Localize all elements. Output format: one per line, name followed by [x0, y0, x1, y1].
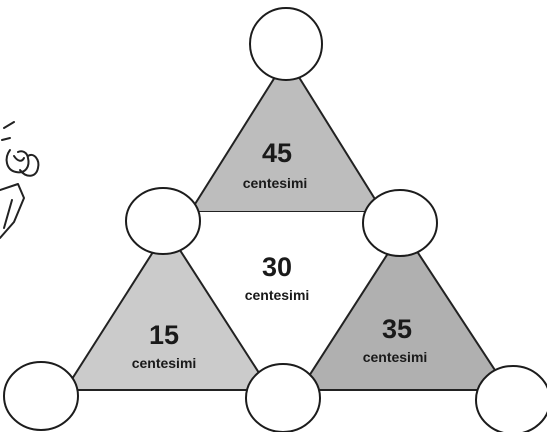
top-unit: centesimi: [243, 175, 308, 191]
left-amount: 15: [149, 320, 179, 350]
triangle-center: [190, 212, 383, 390]
circle-bottom-middle[interactable]: [245, 363, 321, 432]
left-unit: centesimi: [132, 355, 197, 371]
center-unit: centesimi: [245, 287, 310, 303]
hand-snapping-fingers-icon: [0, 121, 40, 239]
circle-bottom-right[interactable]: [475, 365, 547, 432]
circle-middle-left[interactable]: [125, 187, 201, 255]
circle-bottom-left[interactable]: [3, 361, 79, 431]
triangle-left: [64, 229, 271, 391]
right-unit: centesimi: [363, 349, 428, 365]
triangle-right: [299, 229, 509, 391]
center-amount: 30: [262, 252, 292, 282]
circle-top[interactable]: [249, 7, 323, 81]
circle-middle-right[interactable]: [362, 189, 438, 257]
right-amount: 35: [382, 314, 412, 344]
top-amount: 45: [262, 138, 292, 168]
